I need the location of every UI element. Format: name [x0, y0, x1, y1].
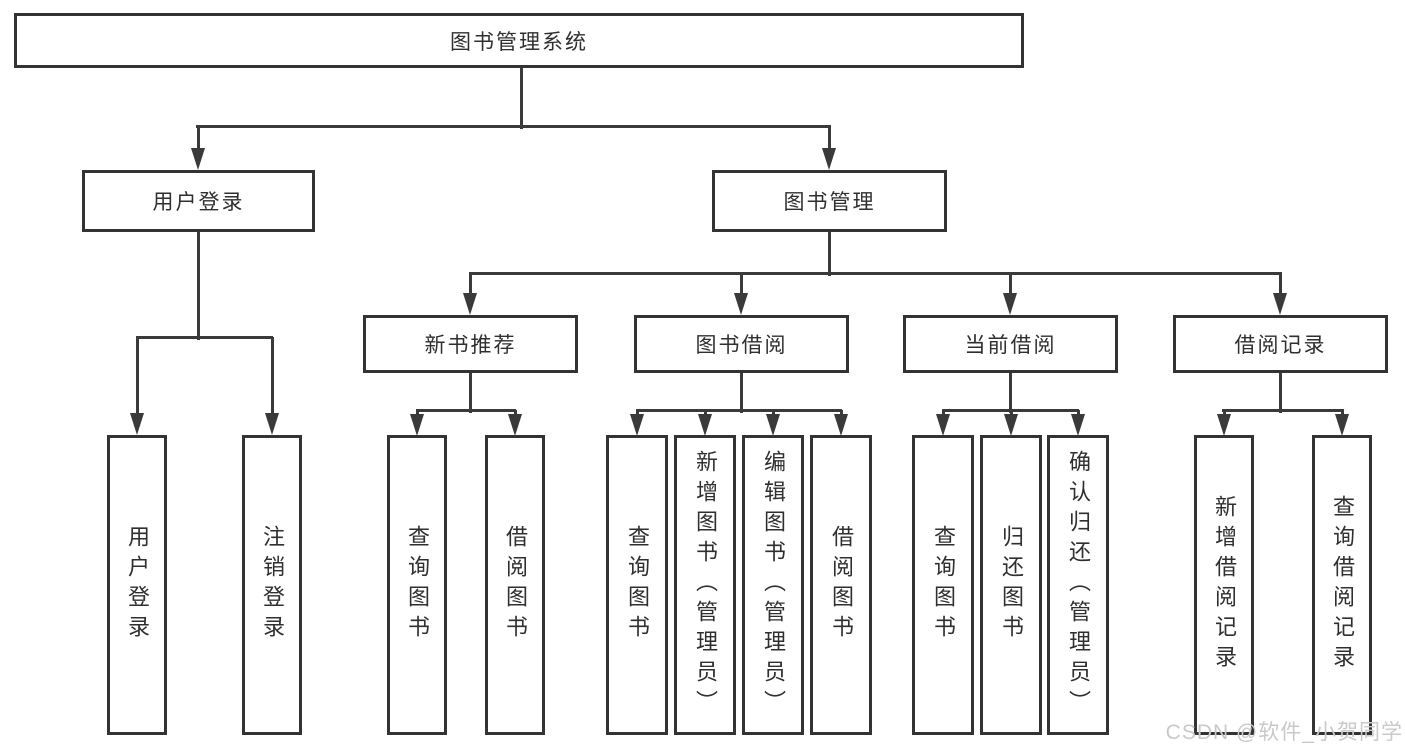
arrow-down-icon — [936, 414, 950, 436]
connector-line — [636, 409, 842, 412]
connector-line — [740, 273, 743, 297]
node-leaf-query-books-recommend: 查询图书 — [387, 435, 447, 735]
node-label: 查询借阅记录 — [1330, 495, 1355, 675]
node-borrowing-records: 借阅记录 — [1173, 315, 1388, 373]
node-label: 借阅图书 — [829, 525, 854, 645]
arrow-down-icon — [822, 148, 836, 170]
connector-line — [136, 336, 273, 339]
node-leaf-borrow-books: 借阅图书 — [810, 435, 872, 735]
node-leaf-query-books-current: 查询图书 — [912, 435, 974, 735]
node-user-login: 用户登录 — [82, 170, 315, 232]
connector-line — [196, 125, 831, 128]
node-leaf-edit-books-admin: 编辑图书（管理员） — [742, 435, 804, 735]
connector-line — [740, 373, 743, 413]
node-leaf-query-borrow-record: 查询借阅记录 — [1312, 435, 1372, 735]
node-label: 归还图书 — [999, 525, 1024, 645]
connector-line — [469, 272, 1282, 275]
arrow-down-icon — [766, 414, 780, 436]
node-book-borrowing: 图书借阅 — [634, 315, 849, 373]
arrow-down-icon — [834, 414, 848, 436]
node-label: 新书推荐 — [424, 334, 517, 357]
node-leaf-borrow-books-recommend: 借阅图书 — [485, 435, 545, 735]
node-label: 图书管理 — [783, 191, 876, 214]
connector-line — [828, 232, 831, 276]
connector-line — [1222, 409, 1344, 412]
node-label: 用户登录 — [125, 525, 150, 645]
node-leaf-user-login: 用户登录 — [107, 435, 167, 735]
node-leaf-query-books-borrow: 查询图书 — [606, 435, 668, 735]
connector-line — [1009, 373, 1012, 413]
connector-line — [469, 273, 472, 297]
csdn-watermark: CSDN @软件_小贺同学 — [1165, 721, 1403, 744]
node-label: 新增借阅记录 — [1212, 495, 1237, 675]
arrow-down-icon — [1004, 414, 1018, 436]
arrow-down-icon — [1071, 414, 1085, 436]
arrow-down-icon — [734, 293, 748, 315]
arrow-down-icon — [265, 413, 279, 435]
arrow-down-icon — [1217, 414, 1231, 436]
node-label: 用户登录 — [152, 191, 245, 214]
arrow-down-icon — [1273, 293, 1287, 315]
arrow-down-icon — [410, 414, 424, 436]
node-new-book-recommendation: 新书推荐 — [363, 315, 578, 373]
node-label: 确认归还（管理员） — [1066, 450, 1091, 720]
arrow-down-icon — [630, 414, 644, 436]
connector-line — [1279, 373, 1282, 413]
node-label: 注销登录 — [260, 525, 285, 645]
arrow-down-icon — [1335, 414, 1349, 436]
node-leaf-add-borrow-record: 新增借阅记录 — [1194, 435, 1254, 735]
node-leaf-confirm-return-admin: 确认归还（管理员） — [1047, 435, 1109, 735]
connector-line — [828, 126, 831, 152]
connector-line — [1009, 273, 1012, 297]
connector-line — [197, 232, 200, 340]
arrow-down-icon — [698, 414, 712, 436]
arrow-down-icon — [1003, 293, 1017, 315]
node-label: 查询图书 — [625, 525, 650, 645]
node-label: 查询图书 — [931, 525, 956, 645]
connector-line — [1279, 273, 1282, 297]
node-label: 新增图书（管理员） — [693, 450, 718, 720]
node-label: 查询图书 — [405, 525, 430, 645]
node-label: 编辑图书（管理员） — [761, 450, 786, 720]
connector-line — [520, 68, 523, 129]
node-label: 图书借阅 — [695, 334, 788, 357]
connector-line — [416, 409, 516, 412]
connector-line — [469, 373, 472, 413]
node-leaf-logout: 注销登录 — [242, 435, 302, 735]
node-label: 图书管理系统 — [450, 30, 588, 54]
node-book-management: 图书管理 — [712, 170, 947, 232]
connector-line — [271, 337, 274, 417]
node-label: 借阅记录 — [1234, 334, 1327, 357]
node-current-borrowing: 当前借阅 — [903, 315, 1118, 373]
arrow-down-icon — [191, 148, 205, 170]
arrow-down-icon — [463, 293, 477, 315]
connector-line — [197, 126, 200, 152]
node-library-management-system: 图书管理系统 — [14, 13, 1024, 68]
connector-line — [136, 337, 139, 417]
node-label: 借阅图书 — [503, 525, 528, 645]
node-label: 当前借阅 — [964, 334, 1057, 357]
arrow-down-icon — [130, 413, 144, 435]
node-leaf-add-books-admin: 新增图书（管理员） — [674, 435, 736, 735]
arrow-down-icon — [508, 414, 522, 436]
node-leaf-return-books: 归还图书 — [980, 435, 1042, 735]
